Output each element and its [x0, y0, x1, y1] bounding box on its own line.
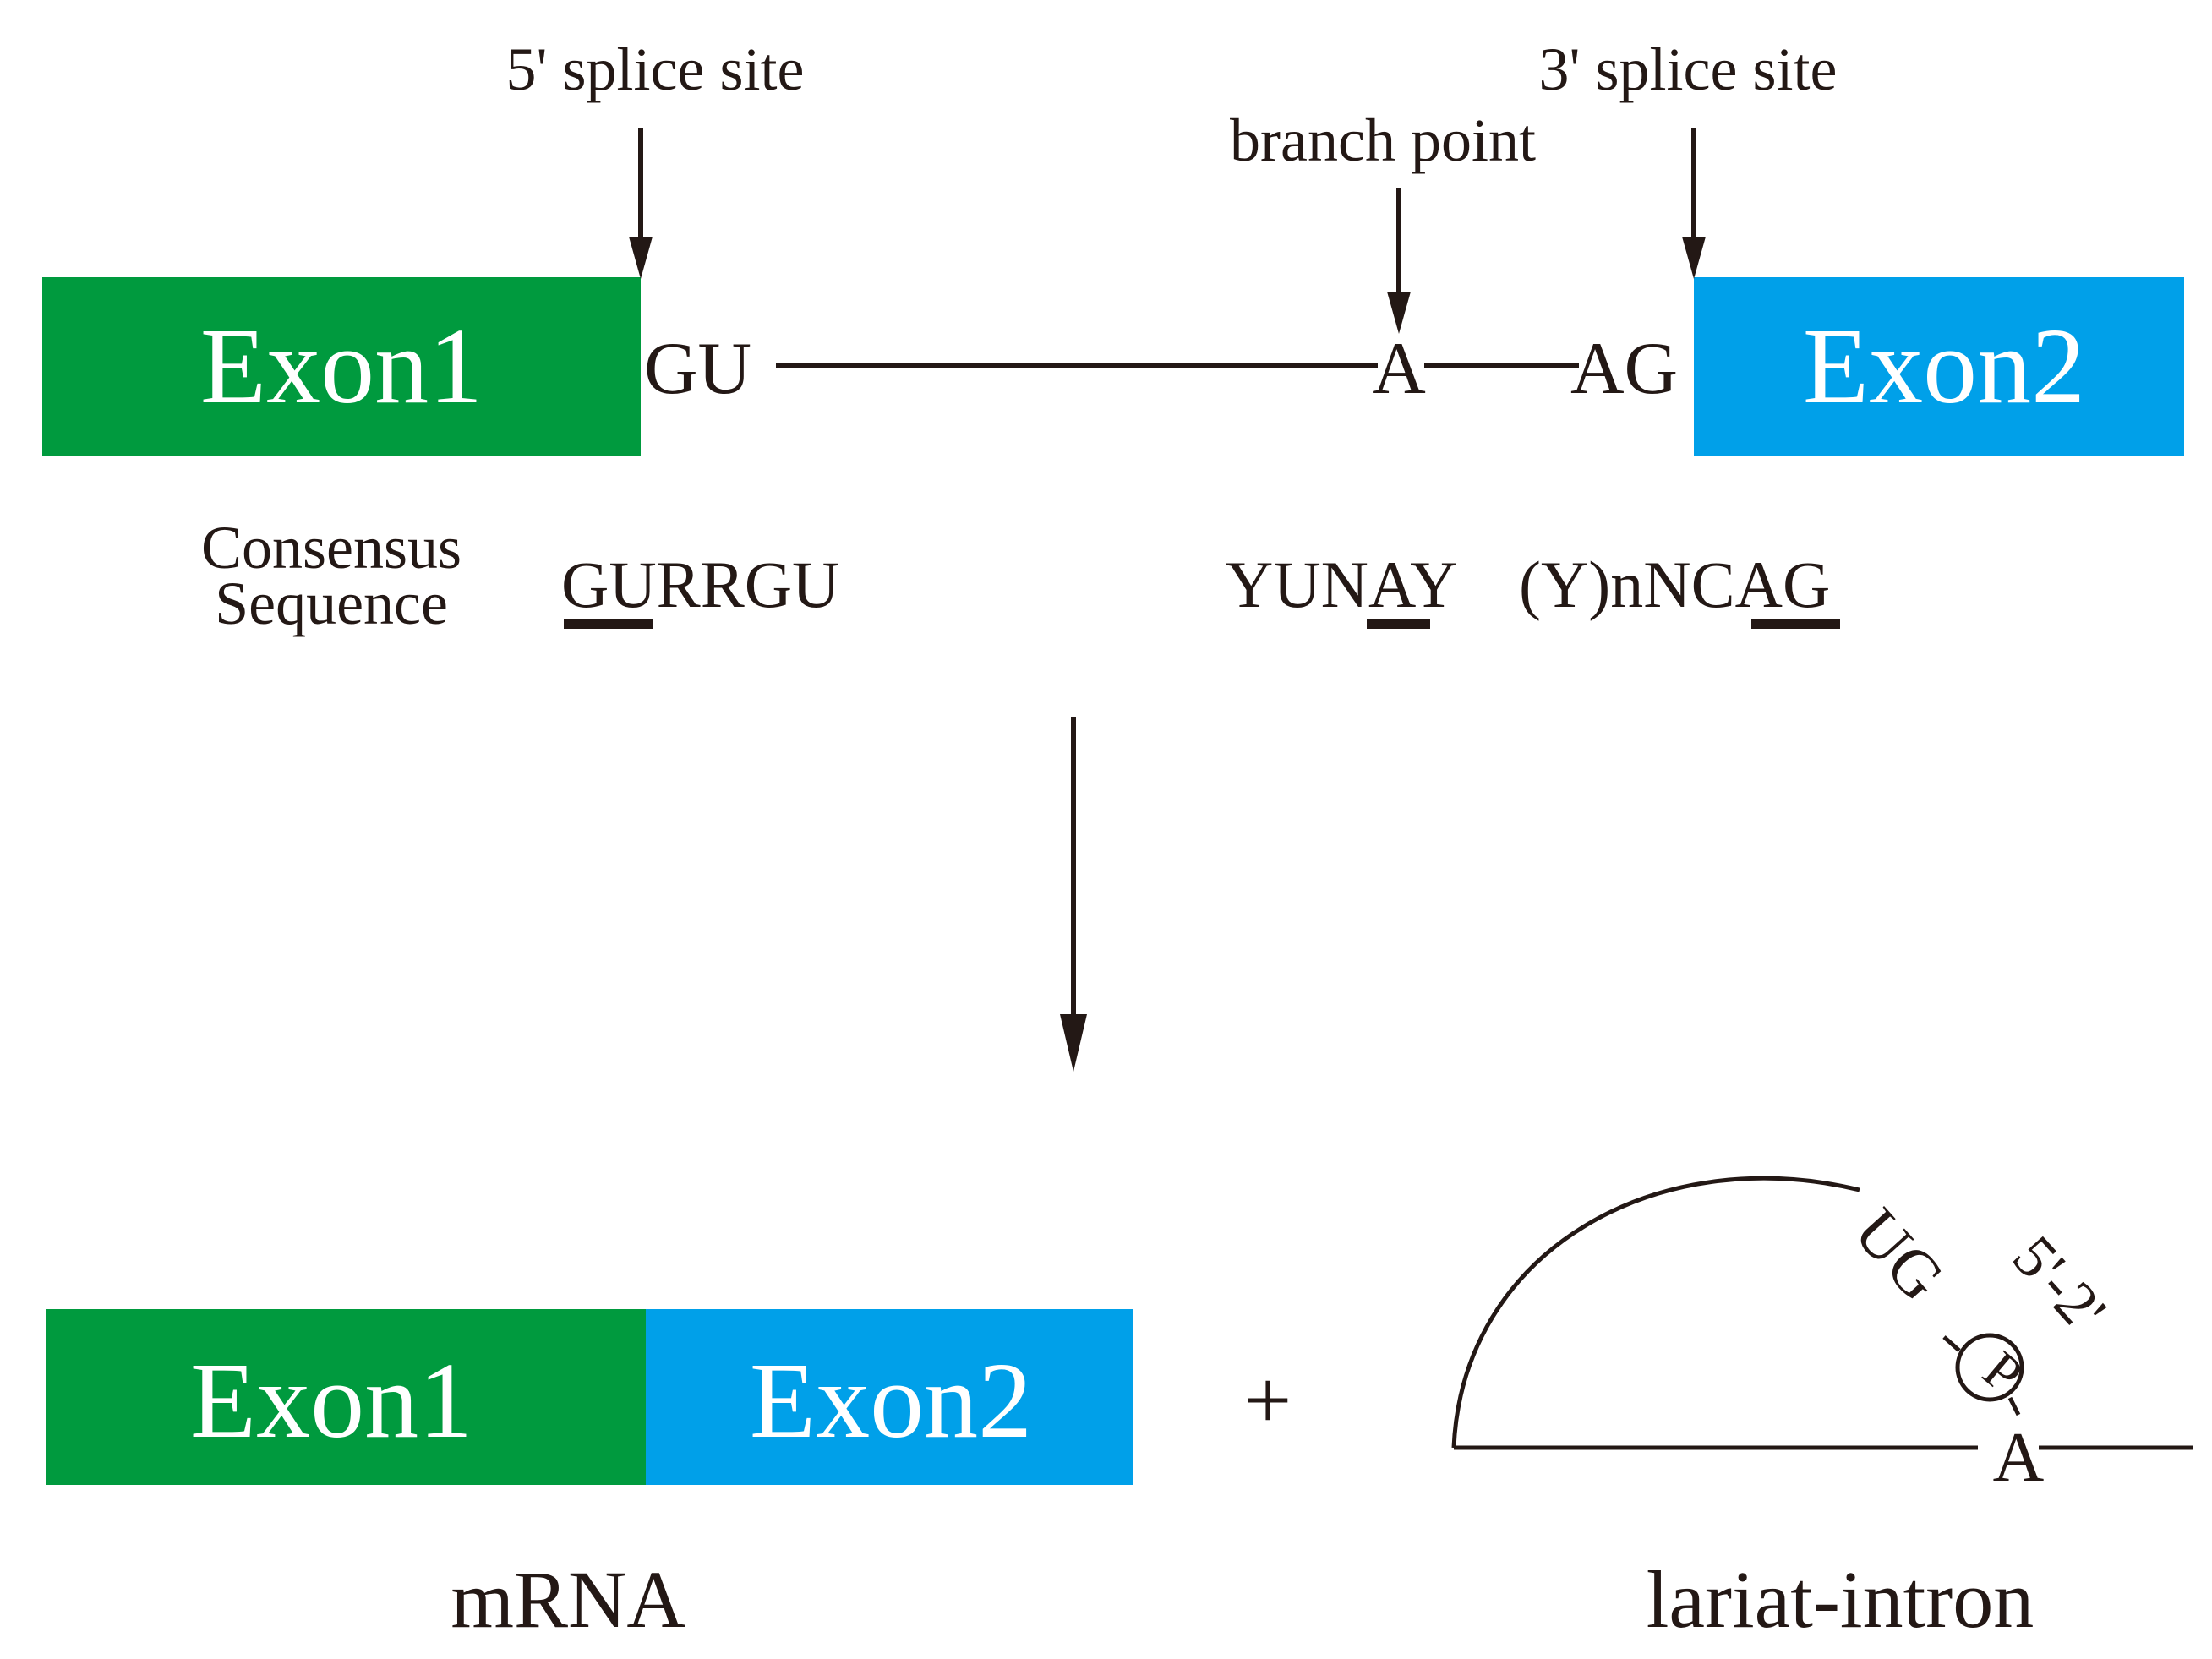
mrna-product: Exon1 Exon2 mRNA [46, 1309, 1133, 1645]
consensus-branch-after: Y [1410, 548, 1457, 621]
mrna-exon2-label: Exon2 [750, 1340, 1032, 1460]
lariat-intron: UG P 5'-2' A lariat-intron [1451, 1176, 2193, 1645]
consensus-branch-underlined: A [1368, 548, 1416, 621]
process-arrow [1060, 717, 1087, 1072]
mrna-exon1-box [46, 1309, 646, 1485]
mrna-exon1-label: Exon1 [190, 1340, 472, 1460]
phosphate-circle [1955, 1333, 2024, 1402]
consensus-branch-sequence: YUNAY [1226, 548, 1458, 621]
exon1-box [42, 277, 641, 456]
mrna-label: mRNA [451, 1554, 685, 1645]
consensus-5-underlined: GU [561, 548, 657, 621]
branch-point-arrow-head [1387, 292, 1411, 334]
consensus-branch-before: YUN [1226, 548, 1368, 621]
plus-sign: + [1244, 1353, 1292, 1447]
lariat-branch-a: A [1993, 1418, 2045, 1497]
consensus-sequences: Consensus Sequence GURRGU YUNAY (Y)nNCAG [201, 514, 1840, 637]
donor-gu: GU [644, 328, 751, 410]
lariat-intron-label: lariat-intron [1647, 1554, 2034, 1645]
acceptor-ag: AG [1570, 328, 1678, 410]
consensus-label-line2: Sequence [215, 570, 448, 637]
exon2-box [1694, 277, 2184, 456]
three-prime-splice-site-label: 3' splice site [1539, 35, 1838, 103]
consensus-3-underlined: AG [1735, 548, 1831, 621]
branch-point-label: branch point [1230, 106, 1536, 174]
consensus-3-sequence: (Y)nNCAG [1519, 548, 1830, 621]
consensus-5-underline [564, 619, 653, 629]
consensus-5-sequence: GURRGU [561, 548, 839, 621]
lariat-p-to-a-line [2007, 1396, 2021, 1416]
pre-mrna: Exon1 Exon2 GU A AG 5' splice site branc… [42, 35, 2184, 456]
consensus-3-underline [1751, 619, 1840, 629]
mrna-exon2-box [646, 1309, 1133, 1485]
three-prime-arrow-head [1682, 237, 1706, 279]
exon2-label: Exon2 [1803, 306, 2085, 426]
process-arrow-head [1060, 1014, 1087, 1072]
phosphate-label: P [1972, 1340, 2034, 1405]
consensus-3-before: (Y)nNC [1519, 548, 1735, 621]
consensus-label-line1: Consensus [201, 514, 462, 581]
lariat-arc [1451, 1176, 1860, 1449]
consensus-branch-underline [1367, 619, 1430, 629]
linkage-label: 5'-2' [2000, 1223, 2119, 1345]
exon1-label: Exon1 [200, 306, 483, 426]
lariat-ug: UG [1840, 1194, 1958, 1314]
five-prime-arrow-head [629, 237, 653, 279]
five-prime-splice-site-label: 5' splice site [506, 35, 805, 103]
consensus-5-rest: RRGU [657, 548, 840, 621]
lariat-ug-to-p-line [1942, 1335, 1961, 1352]
branch-a: A [1372, 328, 1426, 410]
